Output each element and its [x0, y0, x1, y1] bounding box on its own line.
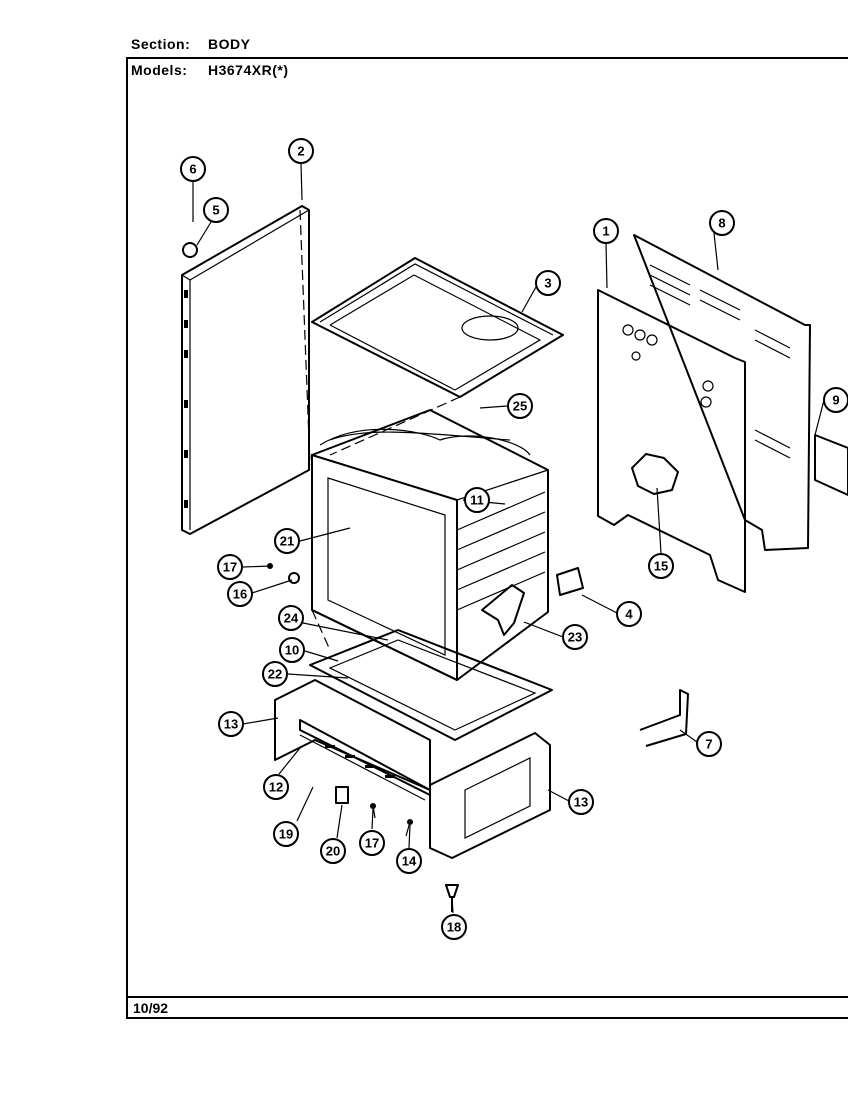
- section-label: Section:: [131, 36, 191, 52]
- callout-label: 16: [233, 587, 247, 602]
- callout-label: 22: [268, 667, 282, 682]
- callout-label: 4: [625, 607, 633, 622]
- callout-1: 1: [593, 218, 619, 244]
- diagram-frame: [126, 57, 848, 1019]
- callout-24: 24: [278, 605, 304, 631]
- callout-8: 8: [709, 210, 735, 236]
- callout-19: 19: [273, 821, 299, 847]
- bottom-pan-part: [309, 629, 553, 741]
- back-panel-part: [597, 234, 811, 593]
- callout-9: 9: [823, 387, 848, 413]
- callout-label: 19: [279, 827, 293, 842]
- footer-date: 10/92: [133, 1000, 169, 1016]
- callout-23: 23: [562, 624, 588, 650]
- callout-label: 20: [326, 844, 340, 859]
- callout-group: 2 6 5 3 1 8 9 25 11 21 17 16 15 4 24 23 …: [180, 138, 848, 940]
- small-hardware-parts: [267, 563, 689, 912]
- top-panel-part: [311, 257, 564, 456]
- footer-rule: [126, 996, 848, 998]
- callout-14: 14: [396, 848, 422, 874]
- callout-label: 23: [568, 630, 582, 645]
- base-assembly-part: [274, 679, 551, 859]
- callout-label: 25: [513, 399, 527, 414]
- callout-13-right: 13: [568, 789, 594, 815]
- callout-11: 11: [464, 487, 490, 513]
- callout-6: 6: [180, 156, 206, 182]
- callout-25: 25: [507, 393, 533, 419]
- callout-label: 24: [284, 611, 299, 626]
- callout-label: 11: [470, 493, 484, 508]
- callout-label: 8: [718, 216, 725, 231]
- callout-10: 10: [279, 637, 305, 663]
- models-label: Models:: [131, 62, 188, 78]
- callout-label: 13: [574, 795, 588, 810]
- callout-2: 2: [288, 138, 314, 164]
- callout-label: 1: [602, 224, 609, 239]
- callout-16: 16: [227, 581, 253, 607]
- callout-label: 17: [223, 560, 237, 575]
- section-value: BODY: [208, 36, 251, 52]
- callout-label: 7: [705, 737, 712, 752]
- models-value: H3674XR(*): [208, 62, 289, 78]
- callout-20: 20: [320, 838, 346, 864]
- callout-label: 9: [832, 393, 839, 408]
- callout-label: 6: [189, 162, 196, 177]
- callout-label: 21: [280, 534, 294, 549]
- callout-label: 5: [212, 203, 219, 218]
- side-panel-part: [181, 205, 311, 535]
- callout-label: 13: [224, 717, 238, 732]
- callout-17-top: 17: [217, 554, 243, 580]
- callout-label: 14: [402, 854, 417, 869]
- oven-cavity-part: [311, 409, 549, 681]
- callout-7: 7: [696, 731, 722, 757]
- callout-label: 17: [365, 836, 379, 851]
- callout-label: 10: [285, 643, 299, 658]
- callout-4: 4: [616, 601, 642, 627]
- callout-15: 15: [648, 553, 674, 579]
- callout-label: 15: [654, 559, 668, 574]
- callout-label: 2: [297, 144, 304, 159]
- partial-panel-part: [814, 434, 848, 496]
- leader-lines: [192, 162, 825, 914]
- callout-13-left: 13: [218, 711, 244, 737]
- callout-22: 22: [262, 661, 288, 687]
- callout-12: 12: [263, 774, 289, 800]
- callout-21: 21: [274, 528, 300, 554]
- callout-3: 3: [535, 270, 561, 296]
- callout-label: 18: [447, 920, 461, 935]
- callout-17-bottom: 17: [359, 830, 385, 856]
- callout-18: 18: [441, 914, 467, 940]
- callout-label: 12: [269, 780, 283, 795]
- callout-label: 3: [544, 276, 551, 291]
- callout-5: 5: [203, 197, 229, 223]
